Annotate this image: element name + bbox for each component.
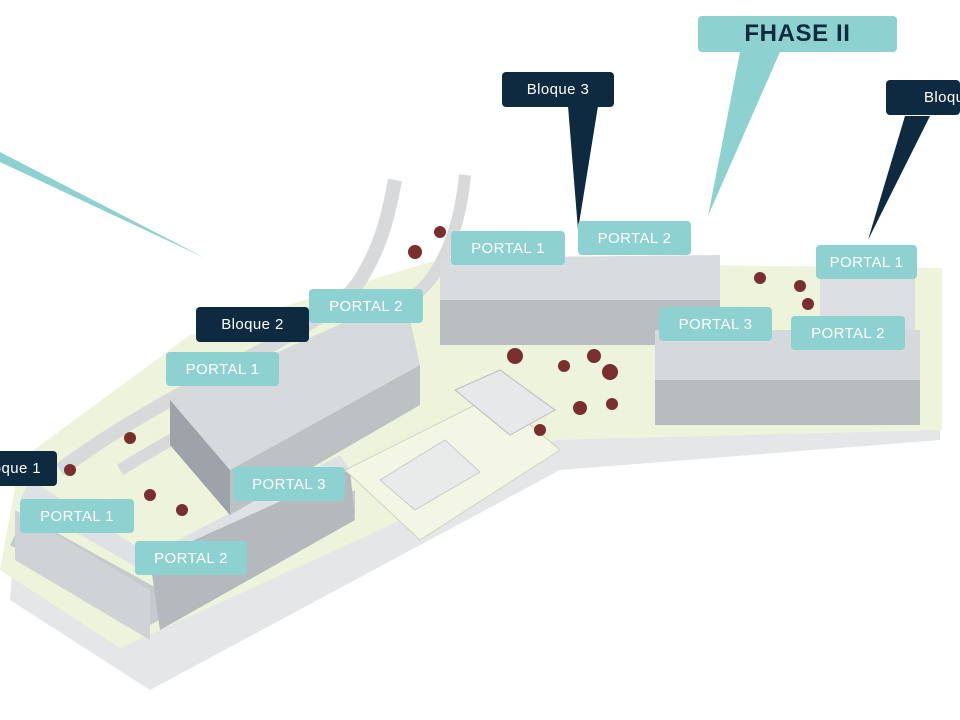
bloque-3-label: Bloque 3 [502, 72, 614, 107]
bloque-3-building [440, 255, 720, 345]
bloque-3-portal-1-label: PORTAL 1 [451, 231, 565, 265]
bloque-4-portal-2-label: PORTAL 2 [791, 316, 905, 350]
bloque-4-building [655, 255, 920, 425]
bloque-2-label: Bloque 2 [196, 307, 309, 342]
bloque-3-portal-2-label: PORTAL 2 [578, 221, 691, 255]
bloque-1-portal-2-label: PORTAL 2 [135, 541, 247, 575]
phase-label: FHASE II [698, 16, 897, 52]
bloque-3-portal-3-label: PORTAL 3 [659, 307, 772, 341]
phase-callout-pointer [708, 52, 780, 216]
bloque-2-portal-1-label: PORTAL 1 [166, 352, 279, 386]
bloque-3-callout-pointer [568, 106, 598, 230]
phase-i-callout-pointer [0, 152, 205, 258]
bloque-4-label: Bloque 4 [886, 80, 960, 115]
bloque-1-portal-3-label: PORTAL 3 [233, 467, 345, 501]
bloque-4-portal-1-label: PORTAL 1 [816, 245, 917, 279]
bloque-1-label: Bloque 1 [0, 451, 57, 486]
trees [64, 226, 814, 516]
central-plaza [344, 369, 561, 541]
bloque-2-portal-2-label: PORTAL 2 [309, 289, 423, 323]
bloque-1-portal-1-label: PORTAL 1 [20, 499, 134, 533]
bloque-4-callout-pointer [868, 116, 930, 240]
bloque-1-building [10, 455, 355, 640]
